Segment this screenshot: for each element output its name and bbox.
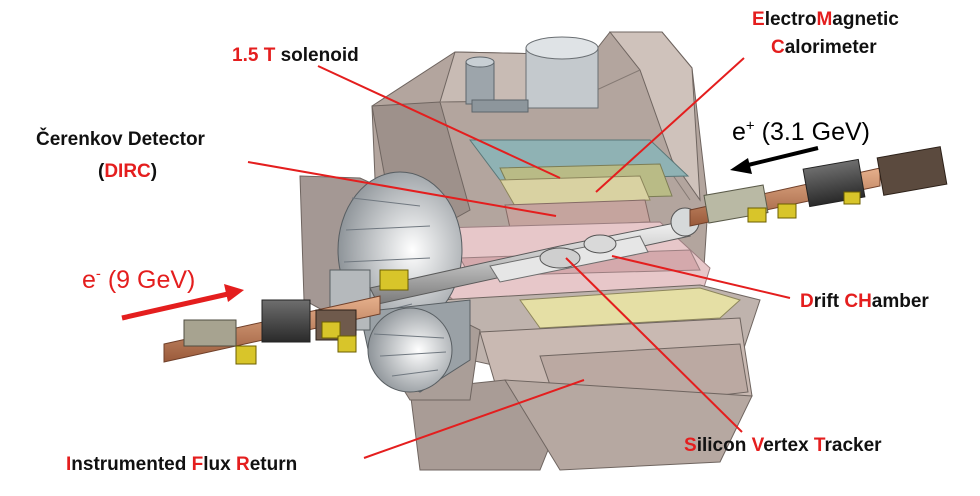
- label-emc-t2: agnetic: [832, 9, 899, 30]
- positron-charge: +: [745, 117, 755, 135]
- pointer-emc: [595, 57, 745, 193]
- label-emc-hl2: M: [816, 9, 833, 30]
- label-svt-t1: ilicon: [696, 435, 752, 456]
- positron-energy: (3.1 GeV): [754, 118, 870, 146]
- label-cherenkov-line2: (DIRC): [98, 162, 157, 181]
- label-dirc-open: (: [98, 161, 105, 182]
- label-dirc-close: ): [150, 161, 158, 182]
- pointer-lines: [247, 57, 791, 459]
- label-drift-hl1: D: [800, 291, 814, 312]
- label-emc-hl3: C: [771, 37, 785, 58]
- label-svt-t3: racker: [824, 435, 882, 456]
- pointer-dirc: [247, 161, 557, 217]
- positron-arrow: [730, 146, 819, 174]
- label-emc-t3: alorimeter: [784, 37, 877, 58]
- label-ifr-t1: nstrumented: [71, 454, 192, 475]
- label-ifr-hl3: R: [235, 454, 250, 475]
- flux-return-front: [359, 284, 761, 471]
- pointer-svt: [565, 257, 743, 433]
- label-drift-t2: amber: [871, 291, 929, 312]
- label-ifr-t2: lux: [203, 454, 236, 475]
- label-solenoid: 1.5 T solenoid: [232, 46, 359, 65]
- label-svt: Silicon Vertex Tracker: [684, 436, 882, 455]
- label-svt-t2: ertex: [763, 435, 814, 456]
- label-solenoid-hl: 1.5 T: [232, 45, 276, 66]
- label-drift-t1: rift: [813, 291, 845, 312]
- label-positron-beam: e+ (3.1 GeV): [732, 117, 870, 146]
- label-svt-hl2: V: [751, 435, 764, 456]
- label-cherenkov-line1: Čerenkov Detector: [36, 129, 205, 150]
- label-drift-hl2: CH: [844, 291, 872, 312]
- electron-charge: -: [95, 265, 101, 283]
- label-ifr-hl1: I: [66, 454, 72, 475]
- top-cryostat-chimney: [465, 36, 599, 113]
- electron-arrow: [121, 284, 244, 321]
- label-ifr-t3: eturn: [249, 454, 298, 475]
- positron-particle: e: [732, 118, 746, 146]
- pointer-ifr: [363, 379, 585, 459]
- label-emc-t1: lectro: [764, 9, 817, 30]
- label-svt-hl1: S: [684, 435, 697, 456]
- label-ifr: Instrumented Flux Return: [66, 455, 297, 474]
- label-dirc-hl: DIRC: [104, 161, 151, 182]
- pointer-drift-chamber: [611, 255, 791, 299]
- label-electron-beam: e- (9 GeV): [82, 265, 196, 294]
- label-svt-hl3: T: [813, 435, 825, 456]
- label-drift-chamber: Drift CHamber: [800, 292, 929, 311]
- pointer-solenoid: [317, 65, 561, 179]
- left-beamline: [163, 269, 409, 365]
- solenoid-emc-layers: [469, 139, 690, 229]
- electron-energy: (9 GeV): [100, 266, 196, 294]
- label-ifr-hl2: F: [191, 454, 204, 475]
- label-solenoid-t: solenoid: [275, 45, 359, 66]
- label-emc-hl1: E: [752, 9, 765, 30]
- electron-particle: e: [82, 266, 96, 294]
- label-emc-line1: ElectroMagnetic: [752, 10, 899, 29]
- right-beamline: [689, 146, 948, 227]
- label-emc-line2: Calorimeter: [771, 38, 877, 57]
